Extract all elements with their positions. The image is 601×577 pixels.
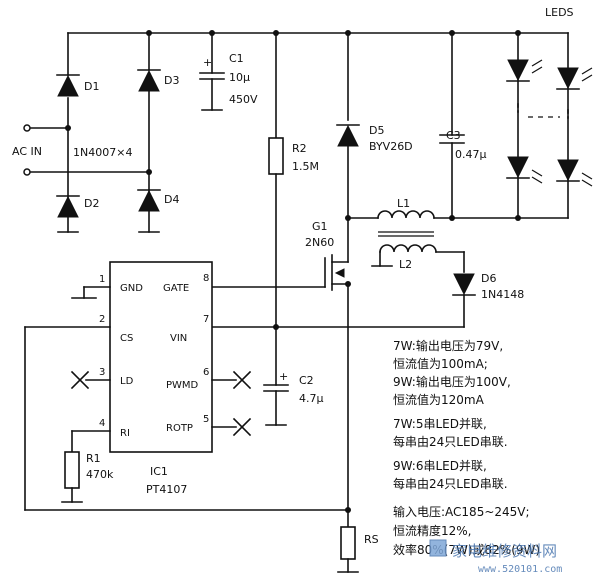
led-series-ellipsis xyxy=(517,103,569,119)
diodes-part-label: 1N4007×4 xyxy=(73,146,132,159)
d6-part: 1N4148 xyxy=(481,288,524,301)
pin-1-number: 1 xyxy=(99,274,105,285)
c2-value: 4.7μ xyxy=(299,392,324,405)
rs-label: RS xyxy=(364,533,379,546)
l1-label: L1 xyxy=(397,197,410,210)
pin-7-name: VIN xyxy=(170,333,187,344)
c2-label: C2 xyxy=(299,374,314,387)
resistor-r2: R2 1.5M xyxy=(268,30,319,328)
led-2 xyxy=(556,67,593,90)
inductor-l2 xyxy=(371,244,465,273)
ic-label: IC1 xyxy=(150,465,168,478)
leds-label: LEDS xyxy=(545,6,574,19)
ic-pt4107: 1 GND 2 CS 3 LD 4 RI 8 GATE 7 VIN 6 PWMD… xyxy=(24,261,252,511)
note-line-9: 输入电压:AC185~245V; xyxy=(393,504,530,519)
r1-value: 470k xyxy=(86,468,114,481)
watermark-site: 家电维修资料网 xyxy=(452,542,557,560)
g1-part: 2N60 xyxy=(305,236,334,249)
pin-4-name: RI xyxy=(120,428,130,439)
pin-3-number: 3 xyxy=(99,367,105,378)
pin-7-number: 7 xyxy=(203,314,209,325)
note-line-1: 7W:输出电压为79V, xyxy=(393,338,503,353)
site-watermark: 家电维修资料网 www.520101.com xyxy=(429,539,562,575)
diode-d6 xyxy=(273,273,476,330)
c1-value: 10μ xyxy=(229,71,250,84)
r1-label: R1 xyxy=(86,452,101,465)
c1-voltage: 450V xyxy=(229,93,258,106)
led-4 xyxy=(556,159,593,187)
resistor-rs: RS xyxy=(24,507,379,573)
pin-pwmd-no-connect xyxy=(211,370,252,390)
diode-d1 xyxy=(56,74,80,97)
pin-5-number: 5 xyxy=(203,414,209,425)
output-stage: D5 BYV26D C3 0.47μ L1 L2 xyxy=(273,6,593,330)
led-1 xyxy=(506,59,543,82)
note-line-5: 7W:5串LED并联, xyxy=(393,417,487,431)
diode-d2 xyxy=(56,195,80,218)
pin-ld-no-connect xyxy=(70,370,90,390)
pin-4-number: 4 xyxy=(99,418,105,429)
svg-text:+: + xyxy=(203,56,212,69)
bridge-rectifier: D1 D2 D3 D4 1N4007×4 AC IN xyxy=(12,30,349,233)
diode-d4 xyxy=(137,189,161,212)
pin-2-name: CS xyxy=(120,333,133,344)
note-line-4: 恒流值为120mA xyxy=(393,392,485,407)
capacitor-c2: + C2 4.7μ xyxy=(211,326,324,426)
capacitor-c3 xyxy=(439,32,465,219)
inductor-l1 xyxy=(347,210,519,237)
note-line-10: 恒流精度12%, xyxy=(393,523,472,538)
c3-label: C3 xyxy=(446,129,461,142)
spec-notes: 7W:输出电压为79V, 恒流值为100mA; 9W:输出电压为100V, 恒流… xyxy=(393,338,540,557)
pin-1-name: GND xyxy=(120,283,143,294)
pin-8-name: GATE xyxy=(163,283,189,294)
d1-label: D1 xyxy=(84,80,99,93)
note-line-2: 恒流值为100mA; xyxy=(393,356,488,371)
d3-label: D3 xyxy=(164,74,179,87)
watermark-logo-icon xyxy=(429,539,447,557)
note-line-6: 每串由24只LED串联. xyxy=(393,434,508,449)
pin-rotp-no-connect xyxy=(211,417,252,437)
d4-label: D4 xyxy=(164,193,179,206)
d2-label: D2 xyxy=(84,197,99,210)
ic-part: PT4107 xyxy=(146,483,187,496)
resistor-r1: R1 470k xyxy=(61,451,114,503)
d5-label: D5 xyxy=(369,124,384,137)
note-line-3: 9W:输出电压为100V, xyxy=(393,374,511,389)
ac-in-label: AC IN xyxy=(12,145,42,158)
led-3 xyxy=(506,156,543,184)
pin-5-name: ROTP xyxy=(166,423,193,434)
pin-6-number: 6 xyxy=(203,367,209,378)
capacitor-c1: + C1 10μ 450V xyxy=(199,32,258,111)
r2-label: R2 xyxy=(292,142,307,155)
led-array xyxy=(506,30,593,221)
c3-value: 0.47μ xyxy=(455,148,487,161)
pin-8-number: 8 xyxy=(203,273,209,284)
mosfet-g1: G1 2N60 xyxy=(211,220,351,511)
diode-d3 xyxy=(137,69,161,92)
g1-label: G1 xyxy=(312,220,328,233)
note-line-7: 9W:6串LED并联, xyxy=(393,459,487,473)
note-line-8: 每串由24只LED串联. xyxy=(393,476,508,491)
l2-label: L2 xyxy=(399,258,412,271)
d5-part: BYV26D xyxy=(369,140,413,153)
ac-terminal-2 xyxy=(23,168,31,176)
d6-label: D6 xyxy=(481,272,496,285)
pin-3-name: LD xyxy=(120,376,134,387)
watermark-url: www.520101.com xyxy=(478,564,562,575)
svg-text:+: + xyxy=(279,370,288,383)
r2-value: 1.5M xyxy=(292,160,319,173)
diode-d5 xyxy=(336,124,360,147)
pin-6-name: PWMD xyxy=(166,380,199,391)
c1-label: C1 xyxy=(229,52,244,65)
ac-terminal-1 xyxy=(23,124,31,132)
pin-2-number: 2 xyxy=(99,314,105,325)
